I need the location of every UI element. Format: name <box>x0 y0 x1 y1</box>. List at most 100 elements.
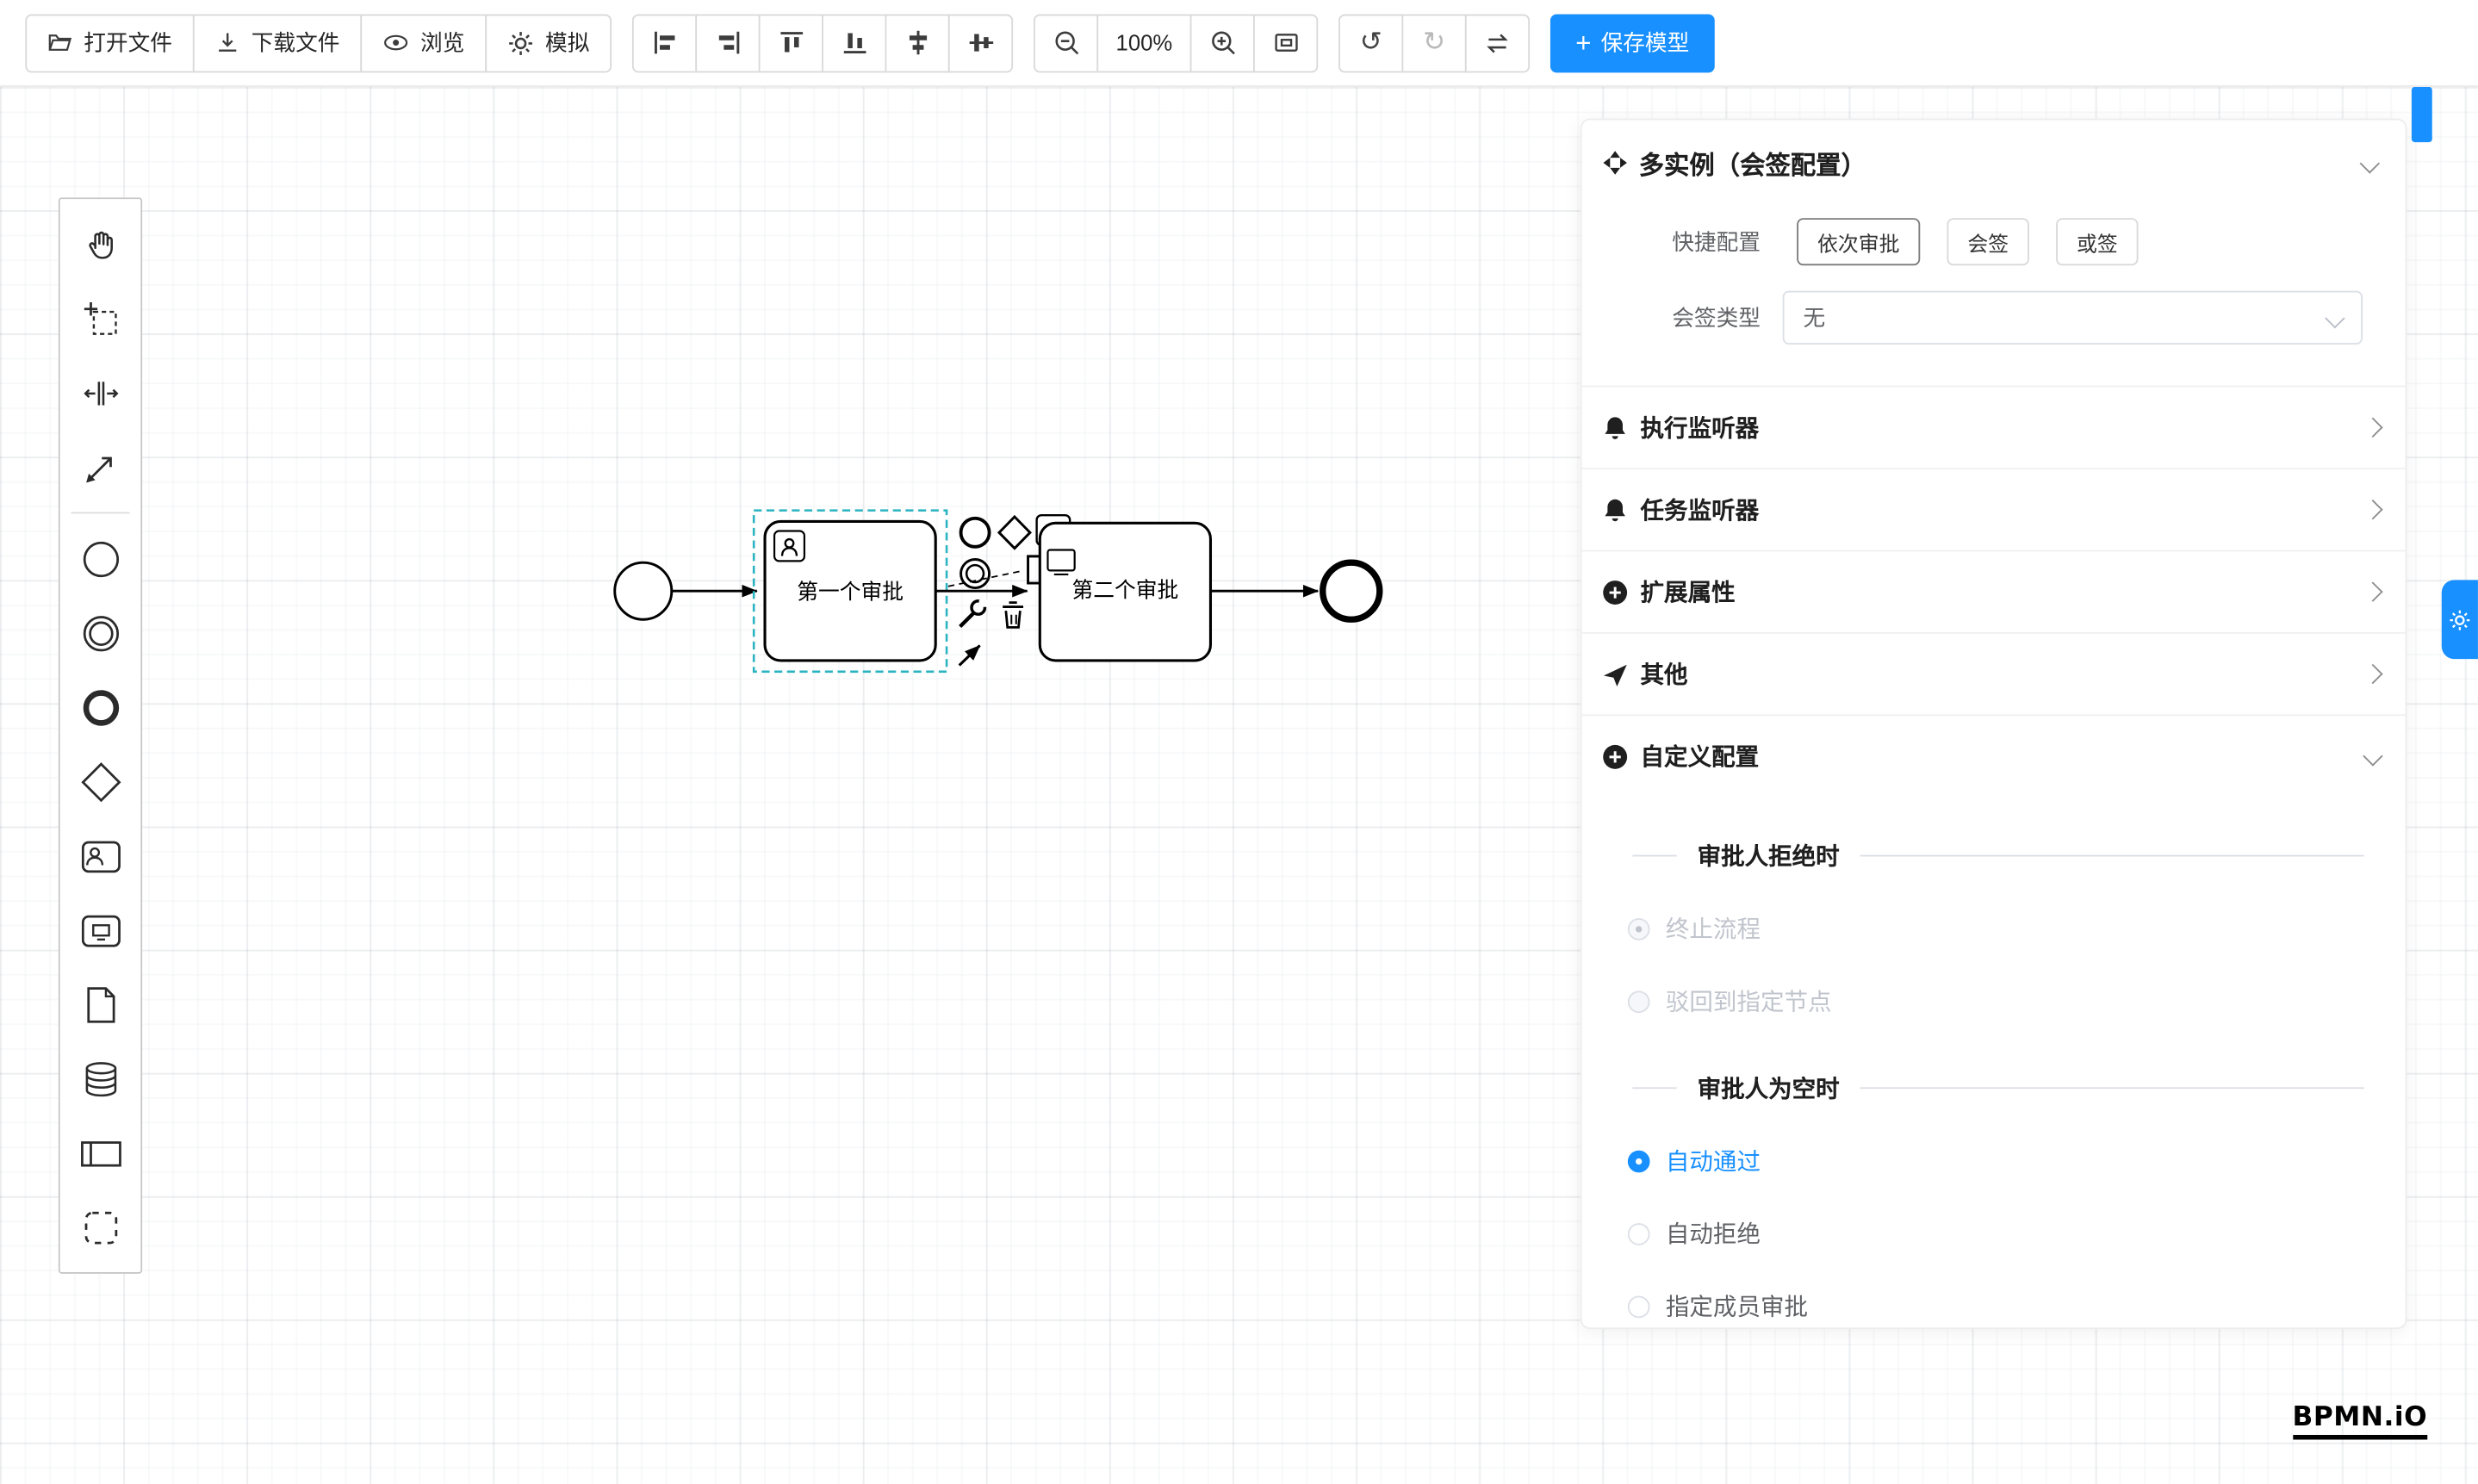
wrench-notch <box>978 599 989 607</box>
download-icon <box>219 33 237 52</box>
create-intermediate-event-tool[interactable] <box>63 596 137 670</box>
create-task-tool[interactable] <box>63 893 137 967</box>
space-tool-icon <box>83 381 118 405</box>
save-model-button[interactable]: + 保存模型 <box>1550 13 1715 72</box>
zoom-in-button[interactable] <box>1189 13 1255 72</box>
radio-label: 自动拒绝 <box>1665 1221 1761 1249</box>
zoom-level-value: 100% <box>1115 29 1173 56</box>
sign-type-select[interactable]: 无 <box>1782 290 2363 345</box>
quick-option-countersign[interactable]: 会签 <box>1947 218 2029 266</box>
task2-label: 第二个审批 <box>1072 579 1179 603</box>
download-file-button[interactable]: 下载文件 <box>192 13 363 72</box>
divider <box>1632 1087 1677 1090</box>
section-custom-config[interactable]: 自定义配置 <box>1581 714 2406 796</box>
radio-designated-member[interactable]: 指定成员审批 <box>1627 1289 2406 1323</box>
simulate-label: 模拟 <box>545 29 590 56</box>
align-bottom-button[interactable] <box>822 13 887 72</box>
undo-button[interactable]: ↺ <box>1338 13 1404 72</box>
section-label: 扩展属性 <box>1640 580 1736 607</box>
create-end-event-tool[interactable] <box>63 670 137 744</box>
divider <box>1632 854 1677 857</box>
canvas[interactable]: 第一个审批 <box>0 86 2478 1484</box>
properties-panel: 多实例（会签配置） 快捷配置 依次审批 会签 或签 会签类型 无 <box>1580 118 2407 1330</box>
task-icon <box>81 914 120 947</box>
task-node-first[interactable]: 第一个审批 <box>763 519 937 662</box>
create-datastore-tool[interactable] <box>63 1041 137 1115</box>
align-top-button[interactable] <box>758 13 823 72</box>
quick-config-label: 快捷配置 <box>1672 229 1761 255</box>
section-label: 自定义配置 <box>1640 744 1760 772</box>
group-icon <box>84 1210 117 1244</box>
save-model-label: 保存模型 <box>1600 29 1690 56</box>
user-task-badge-icon <box>773 530 806 562</box>
palette-divider <box>71 512 130 514</box>
append-text-annotation-button[interactable] <box>1027 555 1040 585</box>
create-group-tool[interactable] <box>63 1190 137 1264</box>
create-gateway-tool[interactable] <box>63 744 137 818</box>
align-right-icon <box>717 31 739 54</box>
radio-label: 驳回到指定节点 <box>1665 989 1832 1016</box>
append-intermediate-event-button[interactable] <box>960 558 991 590</box>
open-file-label: 打开文件 <box>84 29 172 56</box>
preview-button[interactable]: 浏览 <box>360 13 488 72</box>
open-file-button[interactable]: 打开文件 <box>25 13 195 72</box>
quick-option-orsign[interactable]: 或签 <box>2056 218 2139 266</box>
create-document-tool[interactable] <box>63 967 137 1041</box>
simulate-button[interactable]: 模拟 <box>485 13 612 72</box>
start-event-node[interactable] <box>613 561 674 621</box>
connect-arrow-icon <box>85 456 111 482</box>
panel-header[interactable]: 多实例（会签配置） <box>1582 120 2406 199</box>
section-task-listener[interactable]: 任务监听器 <box>1581 468 2406 550</box>
hand-tool[interactable] <box>63 207 137 281</box>
align-left-button[interactable] <box>631 13 698 72</box>
bpmn-diagram[interactable]: 第一个审批 <box>0 87 2478 1484</box>
simulate-gear-icon <box>509 31 532 54</box>
align-center-horizontal-button[interactable] <box>885 13 950 72</box>
radio-auto-reject[interactable]: 自动拒绝 <box>1627 1217 2406 1251</box>
eye-icon <box>384 34 408 51</box>
section-label: 其他 <box>1640 661 1688 689</box>
sign-type-label: 会签类型 <box>1672 305 1761 331</box>
chevron-right-icon <box>2363 663 2383 685</box>
end-event-node[interactable] <box>1320 559 1383 623</box>
section-other[interactable]: 其他 <box>1581 631 2406 714</box>
settings-tab[interactable] <box>2441 580 2478 660</box>
radio-icon <box>1627 1222 1650 1245</box>
append-end-event-button[interactable] <box>959 516 991 549</box>
create-start-event-tool[interactable] <box>63 521 137 595</box>
scrollbar-thumb[interactable] <box>2411 86 2432 143</box>
panel-sections: 执行监听器 任务监听器 扩展属性 <box>1581 385 2406 797</box>
create-user-task-tool[interactable] <box>63 818 137 892</box>
redo-button[interactable]: ↻ <box>1401 13 1467 72</box>
radio-auto-pass[interactable]: 自动通过 <box>1627 1144 2406 1177</box>
section-extended-properties[interactable]: 扩展属性 <box>1581 550 2406 632</box>
bpmn-io-logo[interactable]: BPMN.iO <box>2292 1401 2428 1440</box>
chevron-down-icon <box>2325 307 2345 328</box>
refresh-button[interactable] <box>1464 13 1531 72</box>
quick-option-sequential[interactable]: 依次审批 <box>1797 218 1921 266</box>
circle-plus-icon <box>1603 580 1628 605</box>
radio-terminate-process: 终止流程 <box>1627 912 2406 946</box>
zoom-out-button[interactable] <box>1033 13 1099 72</box>
connect-tool-button[interactable] <box>958 644 981 667</box>
task-node-second[interactable]: 第二个审批 <box>1038 521 1213 662</box>
zoom-level[interactable]: 100% <box>1096 13 1192 72</box>
intermediate-event-icon <box>82 615 119 651</box>
lasso-tool[interactable] <box>63 282 137 356</box>
zoom-fit-button[interactable] <box>1252 13 1319 72</box>
section-execution-listener[interactable]: 执行监听器 <box>1581 385 2406 468</box>
delete-trash-button[interactable] <box>1003 601 1024 629</box>
reject-section-title: 审批人拒绝时 <box>1697 843 1840 871</box>
folder-icon <box>48 34 72 51</box>
align-right-button[interactable] <box>695 13 761 72</box>
zoom-in-icon <box>1211 31 1234 55</box>
space-tool[interactable] <box>63 356 137 430</box>
change-type-wrench-button[interactable] <box>959 599 989 629</box>
append-gateway-button[interactable] <box>997 514 1032 550</box>
create-participant-tool[interactable] <box>63 1115 137 1189</box>
document-icon <box>86 986 115 1022</box>
global-connect-tool[interactable] <box>63 430 137 504</box>
align-center-vertical-button[interactable] <box>947 13 1014 72</box>
section-label: 执行监听器 <box>1640 415 1760 443</box>
